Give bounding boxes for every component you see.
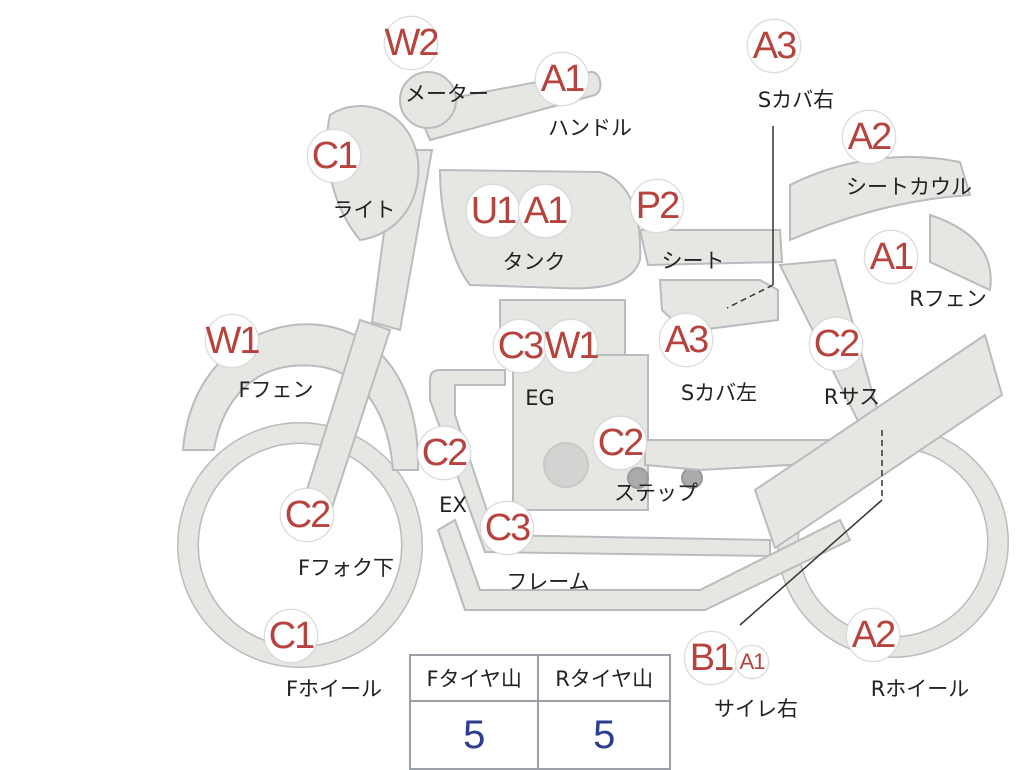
frame: [429, 369, 771, 558]
part-code-badge[interactable]: B1: [684, 631, 738, 685]
part-label: フレーム: [506, 570, 590, 594]
rear-tire-tread-value[interactable]: 5: [537, 700, 671, 770]
part-code-badge[interactable]: A1: [735, 645, 769, 679]
rear-fender: [929, 213, 992, 292]
part-code-badge[interactable]: C2: [593, 416, 647, 470]
front-tire-tread-value[interactable]: 5: [408, 700, 540, 770]
part-label: Sカバ右: [757, 88, 835, 112]
part-label: タンク: [502, 250, 566, 274]
part-label: Fフォク下: [297, 556, 395, 580]
leader-line-s-cover-right-diag: [726, 284, 774, 309]
part-label: サイレ右: [714, 697, 798, 721]
part-code-badge[interactable]: A3: [659, 313, 713, 367]
part-code-badge[interactable]: W1: [544, 319, 600, 373]
front-tire-tread-header: Fタイヤ山: [408, 654, 540, 702]
part-code-badge[interactable]: A1: [535, 52, 589, 106]
frame-lower: [436, 518, 852, 611]
part-code-badge[interactable]: C3: [493, 319, 547, 373]
muffler: [753, 333, 1004, 550]
part-label: メーター: [405, 82, 489, 106]
leader-line-silencer: [739, 499, 883, 626]
fork-stem: [370, 149, 434, 332]
part-code-badge[interactable]: P2: [630, 179, 684, 233]
part-code-badge[interactable]: C3: [480, 501, 534, 555]
part-code-badge[interactable]: A3: [747, 19, 801, 73]
engine-cover: [543, 442, 589, 488]
part-code-badge[interactable]: C2: [417, 426, 471, 480]
part-code-badge[interactable]: W2: [384, 16, 440, 70]
part-label: シートカウル: [846, 175, 972, 199]
meter: [399, 71, 457, 129]
part-label: Sカバ左: [680, 381, 758, 405]
part-code-badge[interactable]: W1: [205, 314, 261, 368]
footpeg-left: [627, 467, 649, 489]
part-label: シート: [661, 249, 725, 273]
part-code-badge[interactable]: A1: [518, 184, 572, 238]
part-label: ステップ: [614, 481, 698, 505]
part-label: EG: [525, 386, 555, 410]
part-code-badge[interactable]: C1: [307, 129, 361, 183]
part-label: Rホイール: [870, 677, 970, 701]
part-label: ライト: [332, 198, 396, 222]
part-code-badge[interactable]: A1: [864, 230, 918, 284]
part-code-badge[interactable]: A2: [846, 608, 900, 662]
part-label: EX: [439, 493, 467, 517]
part-code-badge[interactable]: A2: [842, 110, 896, 164]
seat: [638, 229, 784, 267]
part-label: Fホイール: [285, 677, 383, 701]
part-label: ハンドル: [548, 116, 632, 140]
part-code-badge[interactable]: C2: [809, 317, 863, 371]
part-label: Rサス: [823, 385, 881, 409]
part-code-badge[interactable]: U1: [466, 184, 520, 238]
part-label: Rフェン: [909, 287, 987, 311]
part-code-badge[interactable]: C1: [264, 609, 318, 663]
part-label: Fフェン: [238, 378, 314, 402]
part-code-badge[interactable]: C2: [280, 488, 334, 542]
rear-tire-tread-header: Rタイヤ山: [537, 654, 671, 702]
tire-tread-table: Fタイヤ山 Rタイヤ山 5 5: [408, 654, 671, 770]
seat-cowl: [789, 155, 972, 242]
